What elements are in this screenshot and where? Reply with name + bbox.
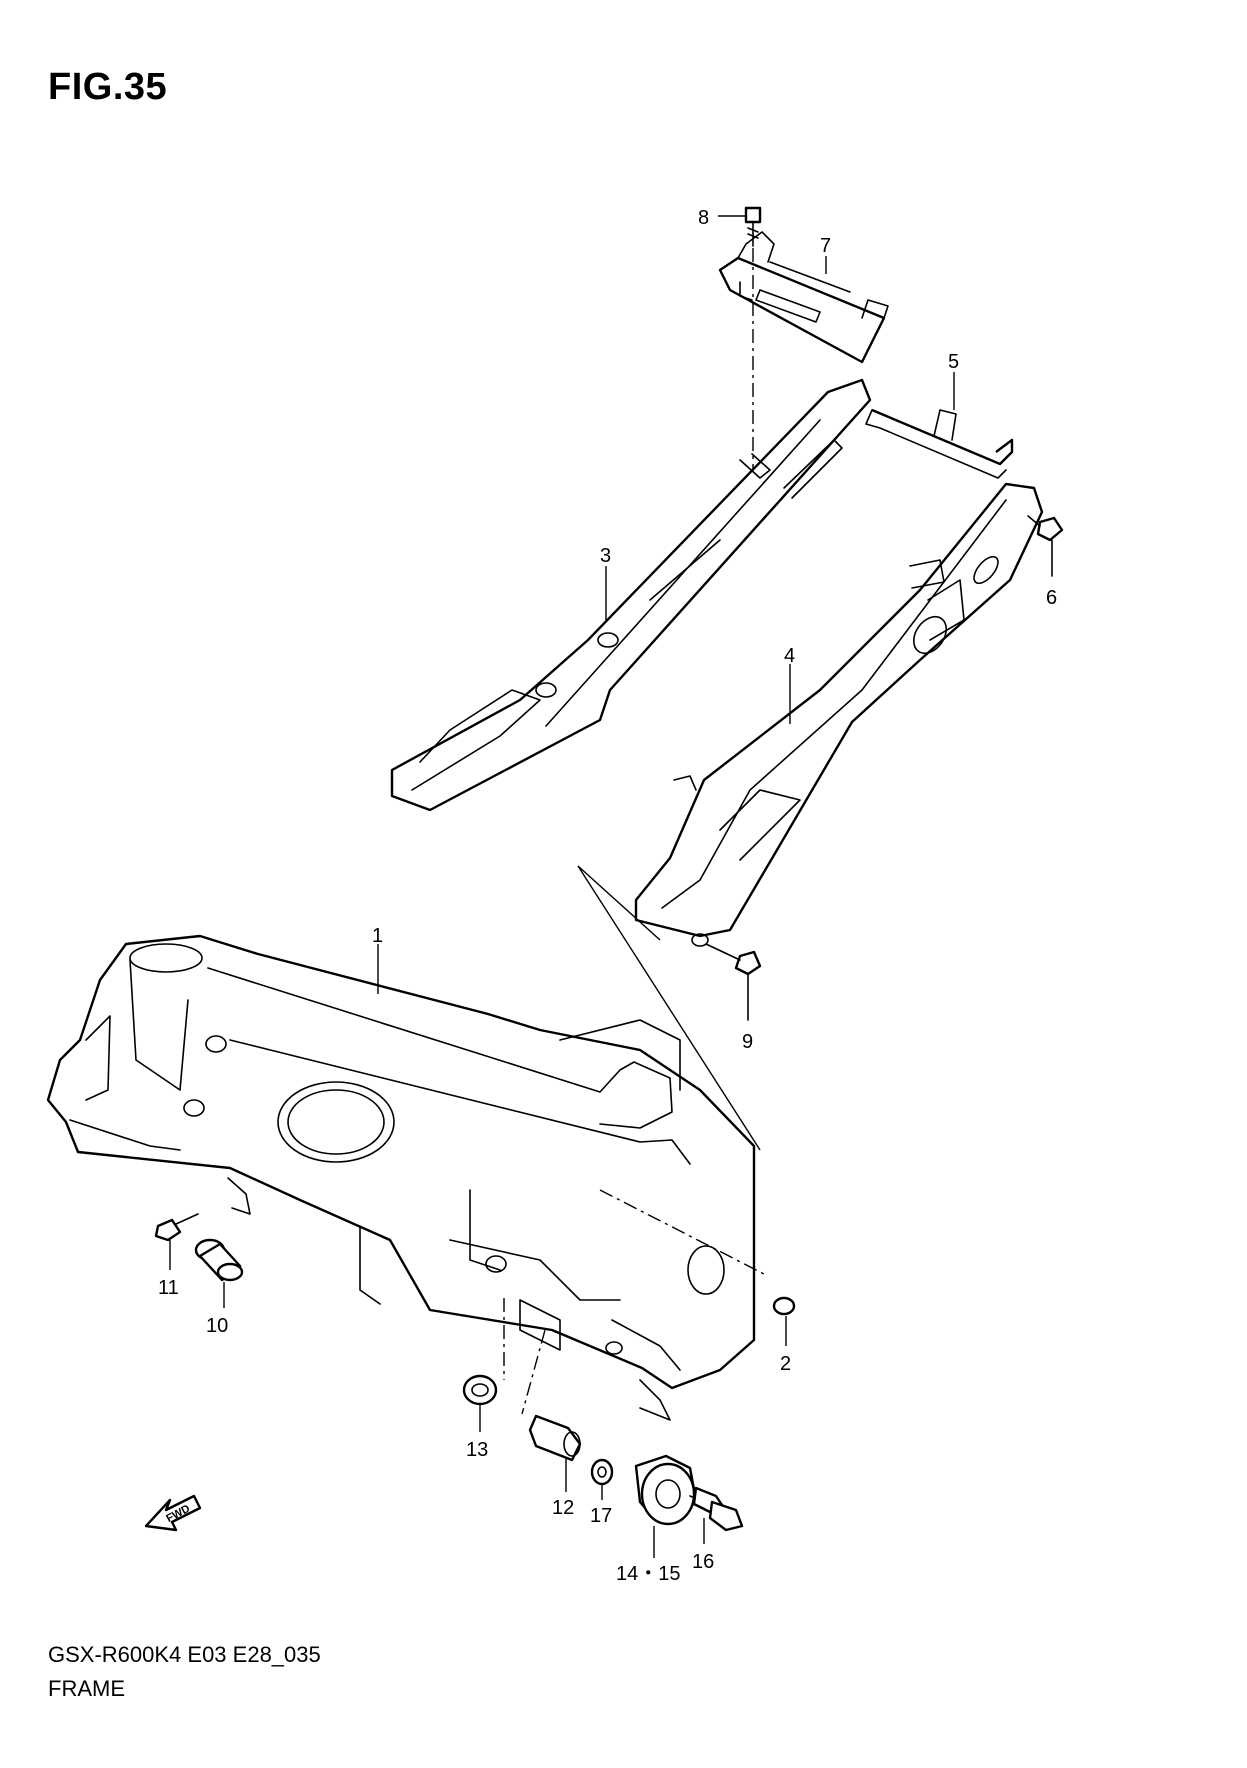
part-14-15-spacer: [634, 1454, 698, 1558]
part-6-bolt: [1027, 515, 1064, 577]
callout-6: 6: [1046, 587, 1057, 609]
part-11-bolt: [154, 1213, 199, 1270]
callout-2: 2: [780, 1353, 791, 1375]
fwd-direction-arrow: FWD: [144, 1494, 202, 1532]
part-5-bracket: [865, 408, 1014, 479]
part-13-nut: [462, 1374, 498, 1432]
cut-plane-boundary: [577, 865, 761, 1151]
part-8-bolt: [744, 206, 762, 247]
callout-leaders: [377, 215, 955, 994]
part-16-bolt: [689, 1486, 744, 1544]
part-12-adjuster-bolt: [528, 1414, 582, 1492]
part-10-bushing: [194, 1238, 244, 1308]
part-2-plug: [772, 1296, 796, 1346]
callout-8: 8: [698, 207, 709, 229]
callout-10: 10: [206, 1315, 228, 1337]
part-1-main-frame: [46, 934, 756, 1421]
callout-12: 12: [552, 1497, 574, 1519]
callout-4: 4: [784, 645, 795, 667]
part-3-seat-rail-left: [390, 378, 872, 812]
callout-5: 5: [948, 351, 959, 373]
callout-3: 3: [600, 545, 611, 567]
callout-16: 16: [692, 1551, 714, 1573]
callout-17: 17: [590, 1505, 612, 1527]
part-4-seat-rail-right: [634, 482, 1044, 947]
callout-9: 9: [742, 1031, 753, 1053]
part-7-seat-bracket: [718, 231, 889, 364]
figure-title: FIG.35: [48, 66, 168, 108]
assembly-center-lines: [503, 248, 765, 1415]
callout-11: 11: [158, 1277, 179, 1299]
part-9-bolt: [705, 943, 762, 1021]
callout-13: 13: [466, 1439, 488, 1461]
callout-14-15: 14・15: [616, 1563, 681, 1585]
assembly-name: FRAME: [48, 1676, 125, 1701]
model-code: GSX-R600K4 E03 E28_035: [48, 1642, 321, 1667]
part-17-washer: [590, 1458, 614, 1500]
callout-7: 7: [820, 235, 831, 257]
callout-1: 1: [372, 925, 383, 947]
